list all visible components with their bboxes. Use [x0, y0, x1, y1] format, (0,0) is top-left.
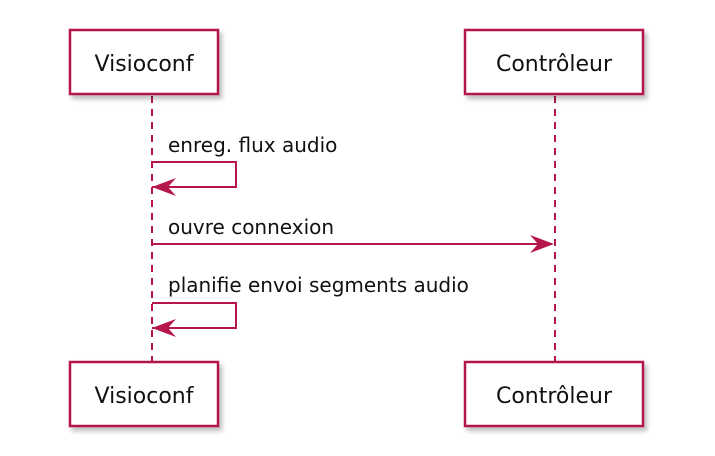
participant-controleur-top: Contrôleur — [463, 28, 645, 96]
message-self-enreg-flux-audio: enreg. flux audio — [152, 133, 337, 196]
message-self-planifie-envoi: planifie envoi segments audio — [152, 273, 469, 337]
arrowhead — [530, 235, 554, 253]
self-message-arrow — [152, 161, 237, 188]
participant-visioconf-bottom: Visioconf — [68, 360, 220, 428]
participant-label: Visioconf — [95, 52, 195, 77]
participant-visioconf-top: Visioconf — [68, 28, 220, 96]
message-label: planifie envoi segments audio — [168, 273, 469, 297]
participant-label: Visioconf — [95, 384, 195, 409]
participant-label: Contrôleur — [496, 384, 613, 409]
self-message-arrow — [152, 302, 237, 329]
arrowhead — [152, 319, 176, 337]
arrowhead — [152, 178, 176, 196]
message-ouvre-connexion: ouvre connexion — [152, 215, 554, 253]
participant-label: Contrôleur — [496, 52, 613, 77]
message-label: enreg. flux audio — [168, 133, 337, 157]
message-label: ouvre connexion — [168, 215, 334, 239]
participant-controleur-bottom: Contrôleur — [463, 360, 645, 428]
